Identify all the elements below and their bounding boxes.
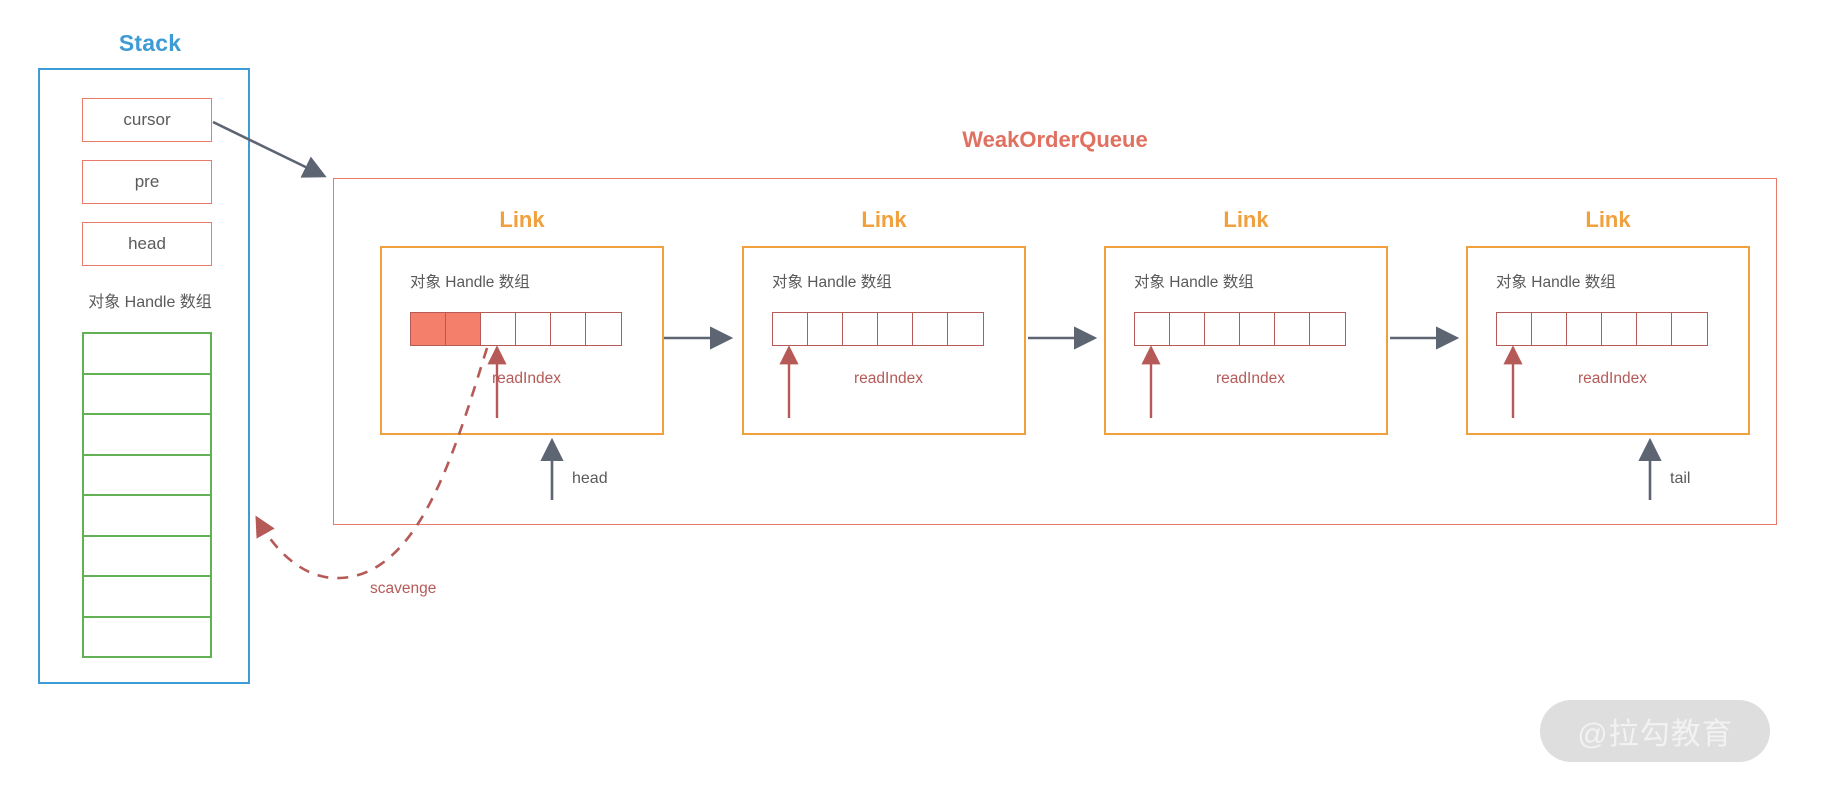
- link-handle-array-3: [1134, 312, 1346, 346]
- link-box-4: 对象 Handle 数组 readIndex: [1466, 246, 1750, 435]
- link-handle-array-1: [410, 312, 622, 346]
- handle-cell-3: [1567, 313, 1602, 345]
- stack-handle-cell: [84, 375, 210, 415]
- handle-cell-5: [1275, 313, 1310, 345]
- handle-cell-5: [913, 313, 948, 345]
- link-handle-array-label-4: 对象 Handle 数组: [1496, 274, 1616, 291]
- watermark-text: @拉勾教育: [1577, 718, 1733, 751]
- handle-cell-6: [1672, 313, 1707, 345]
- readindex-label-4: readIndex: [1578, 370, 1647, 387]
- link-box-2: 对象 Handle 数组 readIndex: [742, 246, 1026, 435]
- link-title-2: Link: [861, 207, 907, 232]
- handle-cell-2: [446, 313, 481, 345]
- handle-cell-1: [1497, 313, 1532, 345]
- handle-cell-2: [1170, 313, 1205, 345]
- stack-handle-cell: [84, 334, 210, 375]
- link-box-3: 对象 Handle 数组 readIndex: [1104, 246, 1388, 435]
- handle-cell-3: [1205, 313, 1240, 345]
- readindex-label-3: readIndex: [1216, 370, 1285, 387]
- link-title-1: Link: [499, 207, 545, 232]
- stack-handle-cell: [84, 577, 210, 618]
- stack-handle-cell: [84, 496, 210, 537]
- handle-cell-1: [411, 313, 446, 345]
- handle-cell-6: [586, 313, 621, 345]
- watermark: @拉勾教育: [1540, 700, 1770, 762]
- link-title-4: Link: [1585, 207, 1631, 232]
- link-title-3: Link: [1223, 207, 1269, 232]
- handle-cell-4: [1240, 313, 1275, 345]
- head-pointer-label: head: [572, 470, 608, 487]
- stack-handle-cell: [84, 415, 210, 456]
- link-handle-array-label-1: 对象 Handle 数组: [410, 274, 530, 291]
- link-handle-array-4: [1496, 312, 1708, 346]
- readindex-label-2: readIndex: [854, 370, 923, 387]
- link-handle-array-label-3: 对象 Handle 数组: [1134, 274, 1254, 291]
- handle-cell-4: [516, 313, 551, 345]
- stack-handle-array-label: 对象 Handle 数组: [88, 294, 212, 311]
- stack-handle-array: [82, 332, 212, 658]
- handle-cell-2: [808, 313, 843, 345]
- link-handle-array-2: [772, 312, 984, 346]
- handle-cell-3: [843, 313, 878, 345]
- stack-handle-cell: [84, 537, 210, 577]
- handle-cell-4: [878, 313, 913, 345]
- handle-cell-6: [1310, 313, 1345, 345]
- stack-handle-cell: [84, 618, 210, 657]
- link-box-1: 对象 Handle 数组 readIndex: [380, 246, 664, 435]
- tail-pointer-label: tail: [1670, 470, 1691, 487]
- stack-field-head: head: [82, 222, 212, 266]
- handle-cell-1: [1135, 313, 1170, 345]
- stack-field-cursor-label: cursor: [123, 110, 171, 129]
- handle-cell-5: [1637, 313, 1672, 345]
- handle-cell-2: [1532, 313, 1567, 345]
- link-handle-array-label-2: 对象 Handle 数组: [772, 274, 892, 291]
- stack-field-pre: pre: [82, 160, 212, 204]
- handle-cell-1: [773, 313, 808, 345]
- stack-field-cursor: cursor: [82, 98, 212, 142]
- stack-field-pre-label: pre: [134, 172, 160, 191]
- readindex-label-1: readIndex: [492, 370, 561, 387]
- handle-cell-3: [481, 313, 516, 345]
- handle-cell-5: [551, 313, 586, 345]
- stack-field-head-label: head: [128, 234, 166, 253]
- handle-cell-4: [1602, 313, 1637, 345]
- weak-order-queue-title: WeakOrderQueue: [962, 127, 1148, 152]
- stack-handle-cell: [84, 456, 210, 496]
- stack-title: Stack: [118, 30, 182, 56]
- scavenge-label: scavenge: [370, 580, 437, 597]
- handle-cell-6: [948, 313, 983, 345]
